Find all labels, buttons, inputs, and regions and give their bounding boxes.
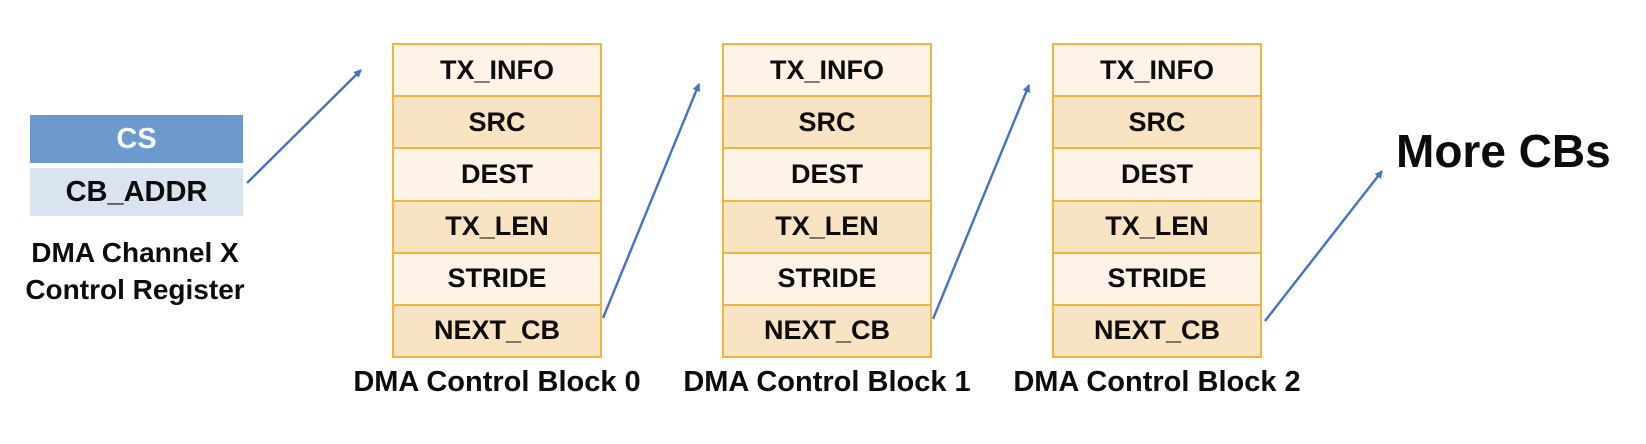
block2-row-next-cb: NEXT_CB xyxy=(1054,303,1260,357)
control-block-1-caption: DMA Control Block 1 xyxy=(683,366,971,398)
block0-row-stride: STRIDE xyxy=(394,251,600,304)
block0-row-next-cb: NEXT_CB xyxy=(394,303,600,357)
block1-row-src: SRC xyxy=(724,95,930,148)
control-block-0-caption: DMA Control Block 0 xyxy=(353,366,641,398)
block1-row-tx-info: TX_INFO xyxy=(724,45,930,96)
block0-row-tx-info: TX_INFO xyxy=(394,45,600,96)
block0-row-dest: DEST xyxy=(394,147,600,200)
arrow-block0-nextcb-to-block1 xyxy=(601,83,701,319)
register-row-cb-addr-label: CB_ADDR xyxy=(65,175,208,208)
register-row-cs-label: CS xyxy=(116,122,157,155)
more-cbs-label: More CBs xyxy=(1396,125,1611,177)
register-caption-line2: Control Register xyxy=(25,274,245,305)
block2-row-src: SRC xyxy=(1054,95,1260,148)
register-row-cs: CS xyxy=(30,115,243,163)
block2-row-stride: STRIDE xyxy=(1054,251,1260,304)
block2-row-tx-info: TX_INFO xyxy=(1054,45,1260,96)
arrow-cbaddr-to-block0 xyxy=(246,69,362,184)
block2-row-tx-len: TX_LEN xyxy=(1054,199,1260,252)
block1-row-stride: STRIDE xyxy=(724,251,930,304)
block1-row-next-cb: NEXT_CB xyxy=(724,303,930,357)
block1-row-tx-len: TX_LEN xyxy=(724,199,930,252)
register-caption: DMA Channel X Control Register xyxy=(0,234,270,308)
control-block-0: TX_INFO SRC DEST TX_LEN STRIDE NEXT_CB xyxy=(392,43,602,358)
block1-row-dest: DEST xyxy=(724,147,930,200)
arrow-block2-nextcb-to-morecbs xyxy=(1264,170,1383,322)
control-block-2: TX_INFO SRC DEST TX_LEN STRIDE NEXT_CB xyxy=(1052,43,1262,358)
arrow-block1-nextcb-to-block2 xyxy=(931,84,1031,320)
block2-row-dest: DEST xyxy=(1054,147,1260,200)
register-row-cb-addr: CB_ADDR xyxy=(30,168,243,216)
block0-row-tx-len: TX_LEN xyxy=(394,199,600,252)
control-block-2-caption: DMA Control Block 2 xyxy=(1013,366,1301,398)
control-block-1: TX_INFO SRC DEST TX_LEN STRIDE NEXT_CB xyxy=(722,43,932,358)
register-caption-line1: DMA Channel X xyxy=(31,237,239,268)
block0-row-src: SRC xyxy=(394,95,600,148)
